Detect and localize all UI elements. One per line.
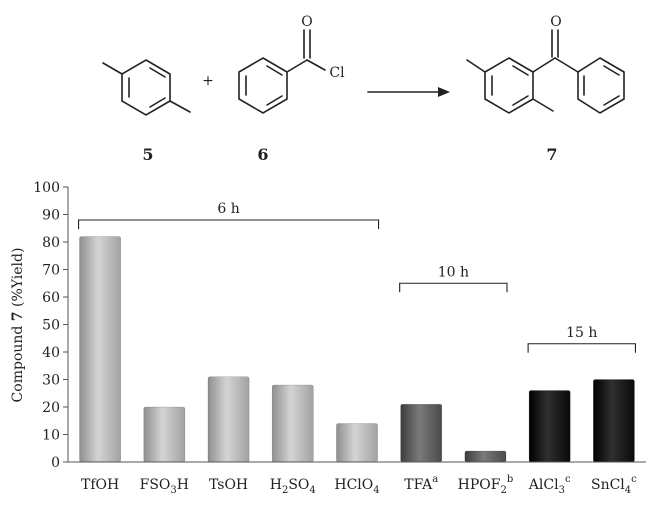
structure-5 bbox=[102, 59, 191, 116]
x-tick-label-base: TsOH bbox=[209, 477, 248, 493]
y-axis-label: Compound 7 (%Yield) bbox=[10, 248, 26, 403]
x-tick-label-sub2: 4 bbox=[309, 485, 315, 496]
reaction-arrow bbox=[367, 87, 450, 97]
y-tick-label: 40 bbox=[42, 345, 60, 361]
time-bracket bbox=[527, 343, 636, 353]
time-brackets: 6 h 10 h 15 h bbox=[78, 201, 636, 353]
x-tick-label-base: FSO bbox=[140, 477, 171, 493]
x-tick-label: TfOH bbox=[81, 477, 119, 493]
structure-6 bbox=[238, 29, 326, 114]
y-axis-label-suffix: (%Yield) bbox=[10, 248, 26, 312]
plus-sign: + bbox=[202, 73, 214, 89]
x-tick-label-base: AlCl bbox=[528, 477, 559, 493]
x-tick-label: HPOF2b bbox=[458, 474, 514, 496]
y-tick-label: 0 bbox=[51, 455, 60, 471]
bar bbox=[271, 384, 314, 463]
bar bbox=[79, 236, 121, 463]
atom-oxygen-6: O bbox=[301, 14, 312, 30]
x-tick-label-sub: 2 bbox=[500, 485, 506, 496]
time-bracket bbox=[78, 219, 380, 229]
bar bbox=[464, 450, 507, 463]
x-tick-label: TFAa bbox=[404, 474, 438, 493]
time-bracket-label: 10 h bbox=[438, 264, 469, 280]
x-tick-label-base: HPOF bbox=[458, 477, 501, 493]
x-tick-label: FSO3H bbox=[140, 477, 189, 496]
y-tick-label: 90 bbox=[42, 208, 60, 224]
x-tick-label-base: TFA bbox=[404, 477, 433, 493]
x-tick-label: SnCl4c bbox=[591, 474, 637, 496]
bar-chart: Compound 7 (%Yield) 0 10 20 30 40 50 60 70 80 90 1… bbox=[10, 180, 646, 496]
bars bbox=[79, 236, 635, 463]
bar bbox=[528, 390, 571, 463]
y-tick-label: 100 bbox=[33, 180, 60, 196]
x-tick-label: TsOH bbox=[209, 477, 248, 493]
x-tick-label-sub: 3 bbox=[559, 485, 565, 496]
x-tick-label-sup: b bbox=[507, 474, 513, 485]
x-tick-label-sup: a bbox=[432, 474, 438, 485]
x-tick-label: AlCl3c bbox=[528, 474, 571, 496]
x-tick-label-sub: 4 bbox=[625, 485, 631, 496]
time-bracket-label: 6 h bbox=[217, 201, 239, 217]
x-tick-label: HClO4 bbox=[334, 477, 379, 496]
x-tick-label-base: TfOH bbox=[81, 477, 119, 493]
x-tick-label-sup: c bbox=[565, 474, 571, 485]
x-tick-label-sub: 4 bbox=[373, 485, 379, 496]
y-axis-label-prefix: Compound bbox=[10, 321, 26, 402]
y-tick-label: 30 bbox=[42, 373, 60, 389]
y-tick-label: 50 bbox=[42, 318, 60, 334]
time-bracket bbox=[399, 282, 508, 293]
atom-oxygen-7: O bbox=[550, 14, 561, 30]
atom-chlorine-6: Cl bbox=[329, 65, 345, 81]
time-bracket-label: 15 h bbox=[566, 325, 597, 341]
y-axis-label-bold: 7 bbox=[10, 311, 26, 321]
x-tick-label-rest: H bbox=[177, 477, 189, 493]
y-tick-label: 80 bbox=[42, 235, 60, 251]
x-tick-label-sub: 3 bbox=[170, 485, 176, 496]
x-tick-label-sup: c bbox=[631, 474, 637, 485]
y-tick-label: 70 bbox=[42, 263, 60, 279]
bar bbox=[400, 403, 443, 463]
reaction-scheme: 5 + O Cl 6 bbox=[102, 14, 625, 164]
compound-5-label: 5 bbox=[142, 145, 153, 164]
x-tick-label-base: HClO bbox=[334, 477, 373, 493]
y-tick-label: 60 bbox=[42, 290, 60, 306]
y-tick-label: 20 bbox=[42, 400, 60, 416]
bar bbox=[207, 376, 250, 463]
y-axis-ticks: 0 10 20 30 40 50 60 70 80 90 100 bbox=[33, 180, 68, 471]
x-tick-label-base: SnCl bbox=[591, 477, 625, 493]
y-tick-label: 10 bbox=[42, 428, 60, 444]
bar bbox=[336, 423, 378, 463]
structure-7 bbox=[466, 29, 625, 114]
x-tick-label-rest: SO bbox=[288, 477, 309, 493]
x-tick-label-sub: 2 bbox=[282, 485, 288, 496]
bar bbox=[143, 406, 186, 463]
x-tick-label-base: H bbox=[270, 477, 282, 493]
compound-6-label: 6 bbox=[257, 145, 268, 164]
x-tick-label: H2SO4 bbox=[270, 477, 316, 496]
bar bbox=[593, 379, 635, 463]
compound-7-label: 7 bbox=[546, 145, 557, 164]
